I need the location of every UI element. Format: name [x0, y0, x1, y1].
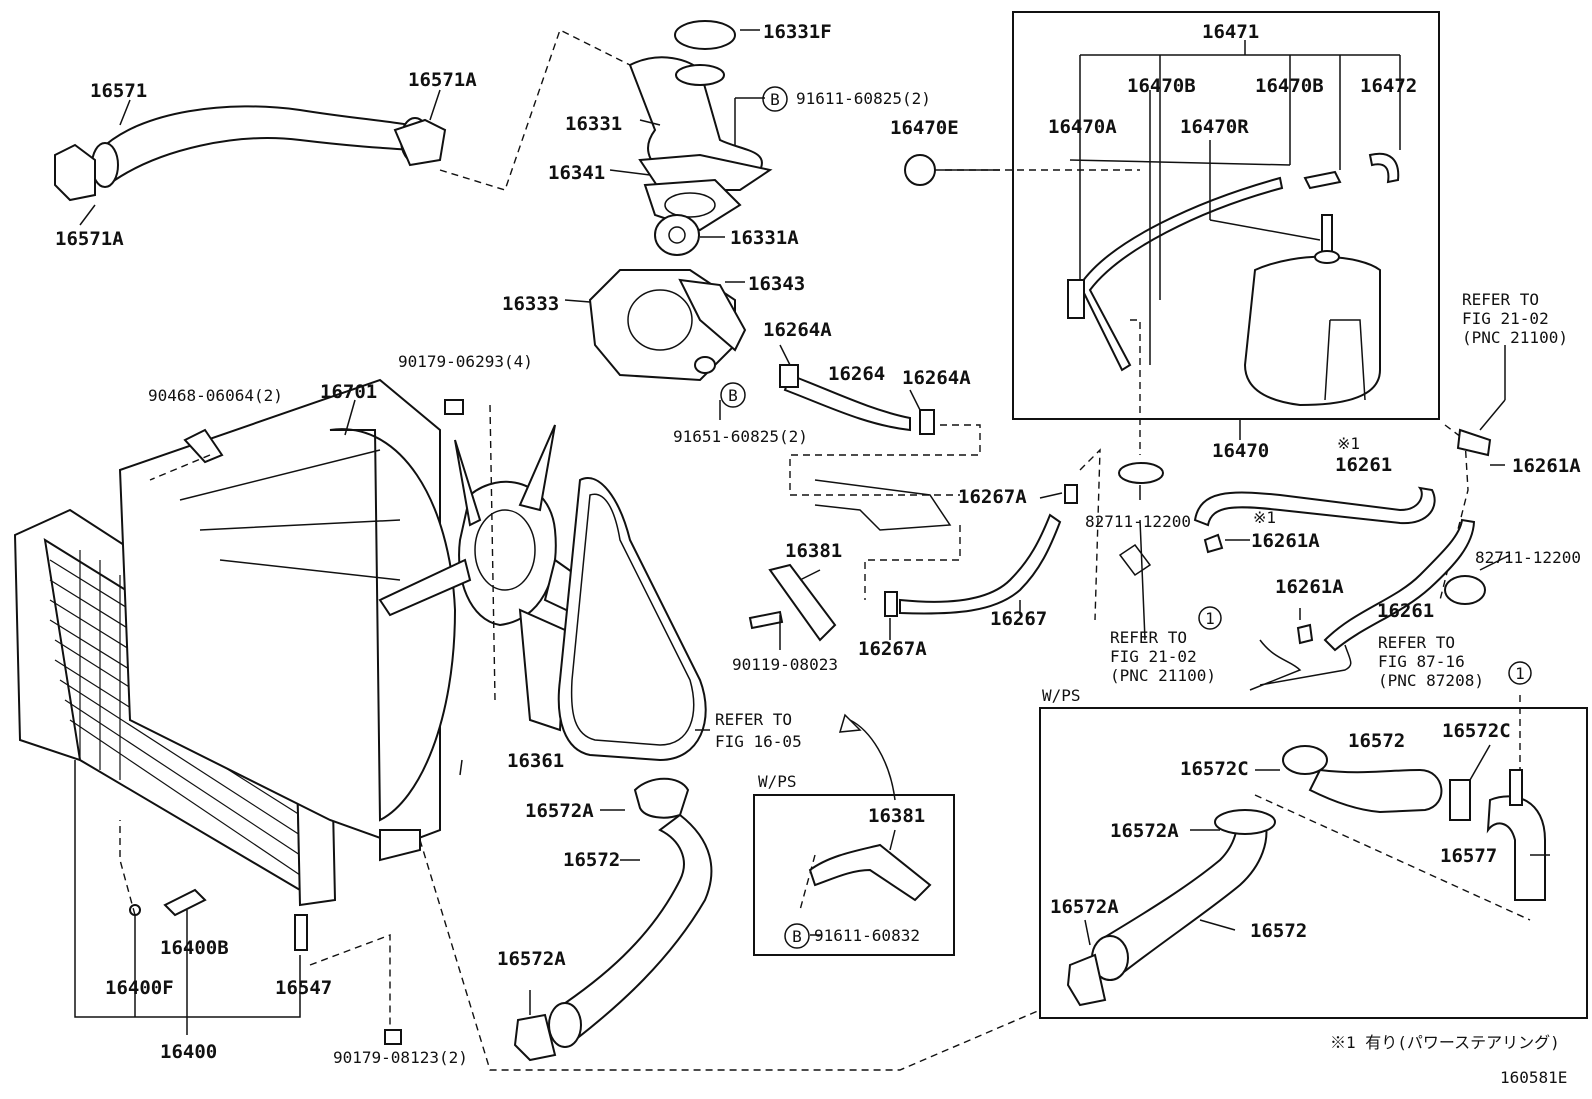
leader-lines [79, 29, 1550, 1015]
mark-1-top: ※1 [1337, 434, 1360, 453]
hose-16261-upper-drawing [1193, 486, 1436, 527]
label-16343: 16343 [748, 273, 805, 295]
label-16470E: 16470E [890, 117, 959, 139]
v-belt-drawing [557, 477, 707, 762]
wps-hose-frame [1039, 707, 1588, 1019]
label-16577: 16577 [1440, 845, 1497, 867]
refer-21-02-top-line1: REFER TO [1462, 290, 1539, 309]
label-16341: 16341 [548, 162, 605, 184]
label-16381-top: 16381 [785, 540, 842, 562]
label-16470R: 16470R [1180, 116, 1249, 138]
radiator-drawing [13, 378, 457, 907]
label-16331F: 16331F [763, 21, 832, 43]
label-16264: 16264 [828, 363, 885, 385]
refer-87-16-line2: FIG 87-16 [1378, 652, 1465, 671]
label-16333: 16333 [502, 293, 559, 315]
wps-label-right: W/PS [1042, 686, 1081, 705]
label-16571A-bottom: 16571A [55, 228, 124, 250]
label-90468-06064: 90468-06064(2) [148, 386, 283, 405]
hose-16264-drawing [783, 373, 911, 432]
wps-label-center: W/PS [758, 772, 797, 791]
label-16472: 16472 [1360, 75, 1417, 97]
label-16264A-left: 16264A [763, 319, 832, 341]
upper-radiator-hose-drawing [54, 105, 447, 202]
water-outlet-drawing [588, 20, 773, 382]
footnote-power-steering: ※1 有り(パワーステアリング) [1330, 1033, 1560, 1052]
reservoir-assembly-frame [1012, 11, 1440, 420]
label-16381-box: 16381 [868, 805, 925, 827]
label-16400B: 16400B [160, 937, 229, 959]
label-91651-60825: 91651-60825(2) [673, 427, 808, 446]
refer-16-05-line2: FIG 16-05 [715, 732, 802, 751]
circle-1b: 1 [1515, 664, 1525, 683]
refer-87-16-line3: (PNC 87208) [1378, 671, 1484, 690]
label-16331: 16331 [565, 113, 622, 135]
label-90119-08023: 90119-08023 [732, 655, 838, 674]
label-16261A-mid: 16261A [1251, 530, 1320, 552]
circle-markers [720, 86, 1532, 949]
label-16572C-right: 16572C [1442, 720, 1511, 742]
hose-16261-lower-drawing [1323, 518, 1476, 652]
label-90179-06293: 90179-06293(4) [398, 352, 533, 371]
label-16261A-right: 16261A [1512, 455, 1581, 477]
circle-1a: 1 [1205, 609, 1215, 628]
drain-cock-drawing [163, 888, 207, 917]
label-16470B-left: 16470B [1127, 75, 1196, 97]
label-16572A-right-bottom: 16572A [1050, 896, 1119, 918]
label-16572A-bottom: 16572A [497, 948, 566, 970]
label-16261A-low: 16261A [1275, 576, 1344, 598]
label-16701: 16701 [320, 381, 377, 403]
label-16400F: 16400F [105, 977, 174, 999]
label-16547: 16547 [275, 977, 332, 999]
label-16267A-bottom: 16267A [858, 638, 927, 660]
label-16470: 16470 [1212, 440, 1269, 462]
label-16470A: 16470A [1048, 116, 1117, 138]
label-16572C-left: 16572C [1180, 758, 1249, 780]
refer-87-16-line1: REFER TO [1378, 633, 1455, 652]
label-82711-12200-right: 82711-12200 [1475, 548, 1581, 567]
hose-16267-drawing [899, 513, 1062, 615]
label-90179-08123: 90179-08123(2) [333, 1048, 468, 1067]
wps-bracket-16381-drawing [808, 843, 932, 902]
label-16572-left: 16572 [563, 849, 620, 871]
label-16261-top: 16261 [1335, 454, 1392, 476]
hose-16572-left-drawing [513, 777, 713, 1062]
label-16331A: 16331A [730, 227, 799, 249]
label-16572A-right-top: 16572A [1110, 820, 1179, 842]
refer-21-02-mid-line2: FIG 21-02 [1110, 647, 1197, 666]
refer-16-05-line1: REFER TO [715, 710, 792, 729]
cap-16470E-drawing [904, 154, 936, 186]
leader-dash [439, 29, 631, 191]
mark-1-mid: ※1 [1253, 508, 1276, 527]
label-16361: 16361 [507, 750, 564, 772]
wps-bracket-frame [753, 794, 955, 956]
label-16267: 16267 [990, 608, 1047, 630]
label-16572-right-bottom: 16572 [1250, 920, 1307, 942]
label-91611-60825: 91611-60825(2) [796, 89, 931, 108]
label-16264A-right: 16264A [902, 367, 971, 389]
label-16470B-right: 16470B [1255, 75, 1324, 97]
label-16572A-top: 16572A [525, 800, 594, 822]
label-16471: 16471 [1202, 21, 1259, 43]
refer-21-02-mid-line3: (PNC 21100) [1110, 666, 1216, 685]
refer-21-02-top-line2: FIG 21-02 [1462, 309, 1549, 328]
circle-b2: B [728, 386, 738, 405]
label-91611-60832: 91611-60832 [814, 926, 920, 945]
label-16572-right-top: 16572 [1348, 730, 1405, 752]
label-16267A-top: 16267A [958, 486, 1027, 508]
label-16571: 16571 [90, 80, 147, 102]
figure-id: 160581E [1500, 1068, 1567, 1087]
label-16571A-top: 16571A [408, 69, 477, 91]
label-16400: 16400 [160, 1041, 217, 1063]
wps-hoses-drawing [1066, 745, 1546, 1007]
bracket-16381-drawing [768, 563, 837, 642]
circle-b1: B [770, 90, 780, 109]
label-82711-12200-left: 82711-12200 [1085, 512, 1191, 531]
refer-21-02-top-line3: (PNC 21100) [1462, 328, 1568, 347]
refer-21-02-mid-line1: REFER TO [1110, 628, 1187, 647]
circle-b3: B [792, 927, 802, 946]
label-16261-bottom: 16261 [1377, 600, 1434, 622]
reservoir-drawing [1067, 152, 1400, 407]
